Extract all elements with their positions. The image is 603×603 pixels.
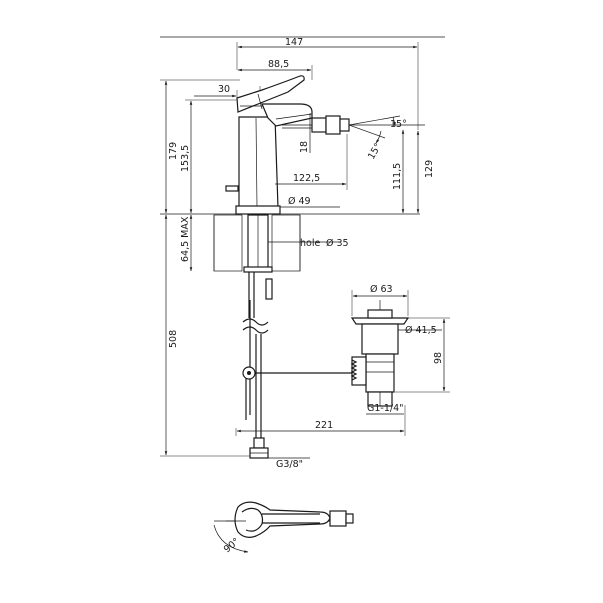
dimension-label-d35: Ø 35 [326,238,349,249]
dimension-label-153-5: 153,5 [180,145,191,172]
angle-label-90: 90° [222,536,242,555]
dimension-label-18: 18 [299,141,310,153]
dimension-waste-height: 98 [395,317,450,393]
mounting-shank [243,214,273,273]
dimension-overall-width: 147 [236,37,419,130]
dimension-supply-length: 508 [160,214,255,457]
dimension-label-d63: Ø 63 [370,284,393,295]
dimension-outlet-height-b: 129 [416,130,435,214]
dimension-spout-length: 88,5 [237,59,313,80]
supply-hose [242,272,269,459]
spray-angle-lines: 15° 15° [348,115,425,162]
dimension-label-g1-1-4: G1-1/4" [367,403,404,414]
dimension-label-122-5: 122,5 [293,173,320,184]
dimension-label-d49: Ø 49 [288,196,311,207]
angle-label-15-down: 15° [366,141,384,161]
dimension-aerator: 18 [299,113,311,153]
dimension-label-129: 129 [424,160,435,178]
dimension-total-height: 179 [160,79,240,214]
dimension-waste-thread: G1-1/4" [366,403,404,415]
dimension-label-98: 98 [433,352,444,364]
dimension-label-g3-8: G3/8" [276,459,303,470]
dimension-body-height: 153,5 [180,99,240,214]
dimension-waste-cap: Ø 63 [351,284,409,316]
deck-section [213,214,301,272]
dimension-outlet-height-a: 111,5 [392,129,405,214]
dimension-label-508: 508 [168,330,179,348]
popup-rod [235,278,352,436]
dimension-label-64-5-max: 64,5 MAX [180,216,191,262]
waste-assembly [350,300,410,407]
dimension-base-diameter: Ø 49 [280,196,340,208]
dimension-deck-thickness: 64,5 MAX [180,214,193,272]
dimension-label-d41-5: Ø 41,5 [405,325,437,336]
dimension-waste-body: Ø 41,5 [398,325,442,336]
hole-label: hole [300,238,320,249]
bidet-spout [261,103,350,135]
plan-view: 90° [213,501,354,555]
dimension-label-30: 30 [218,84,230,95]
dimension-label-147: 147 [285,37,303,48]
dimension-label-179: 179 [168,142,179,160]
angle-label-15-up: 15° [390,119,407,130]
dimension-label-111-5: 111,5 [392,163,403,190]
dimension-supply-thread: G3/8" [268,457,310,470]
dimension-label-221: 221 [315,420,333,431]
dimension-hole-diameter: hole Ø 35 [268,238,349,249]
mixer-body [225,116,281,215]
dimension-reach: 122,5 [275,134,348,190]
dimension-rod-length: 221 [236,405,406,436]
dimension-label-88-5: 88,5 [268,59,289,70]
